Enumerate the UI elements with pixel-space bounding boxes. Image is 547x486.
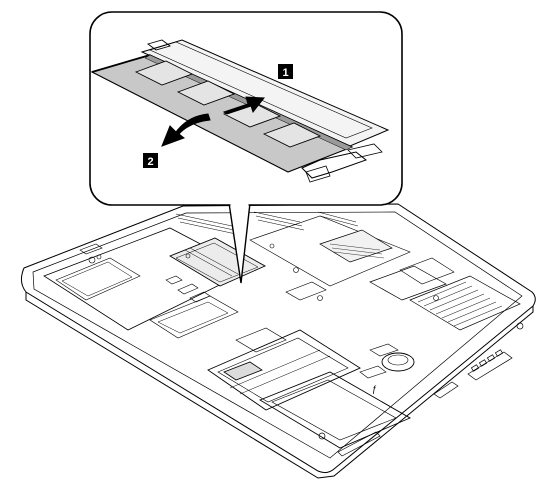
top-vent bbox=[175, 211, 359, 235]
memory-chip bbox=[262, 122, 322, 148]
step-callout-1: 1 bbox=[278, 64, 293, 79]
callout-pointer bbox=[228, 202, 251, 284]
pivot-arrow-icon bbox=[161, 113, 211, 147]
step-number-2: 2 bbox=[147, 156, 153, 168]
foot bbox=[516, 322, 524, 330]
motherboard-area bbox=[249, 215, 455, 301]
battery-area bbox=[43, 227, 251, 339]
step-number-1: 1 bbox=[282, 67, 288, 79]
lower-memory-slot bbox=[165, 237, 267, 303]
base-inner-rim bbox=[32, 211, 523, 459]
side-vent-grille bbox=[409, 275, 521, 331]
drive-bay bbox=[207, 327, 361, 411]
memory-chip bbox=[176, 80, 236, 106]
push-arrow-icon bbox=[222, 96, 265, 115]
wireless-card-slot: ƒ bbox=[258, 365, 412, 449]
svg-text:ƒ: ƒ bbox=[372, 384, 377, 394]
step-callout-2: 2 bbox=[143, 153, 158, 168]
laptop-base: ƒ bbox=[20, 203, 536, 479]
coin-cell-battery bbox=[369, 343, 415, 372]
memory-chip bbox=[134, 60, 194, 86]
base-outline bbox=[20, 203, 536, 474]
foot bbox=[318, 432, 326, 440]
side-ports bbox=[337, 349, 513, 457]
